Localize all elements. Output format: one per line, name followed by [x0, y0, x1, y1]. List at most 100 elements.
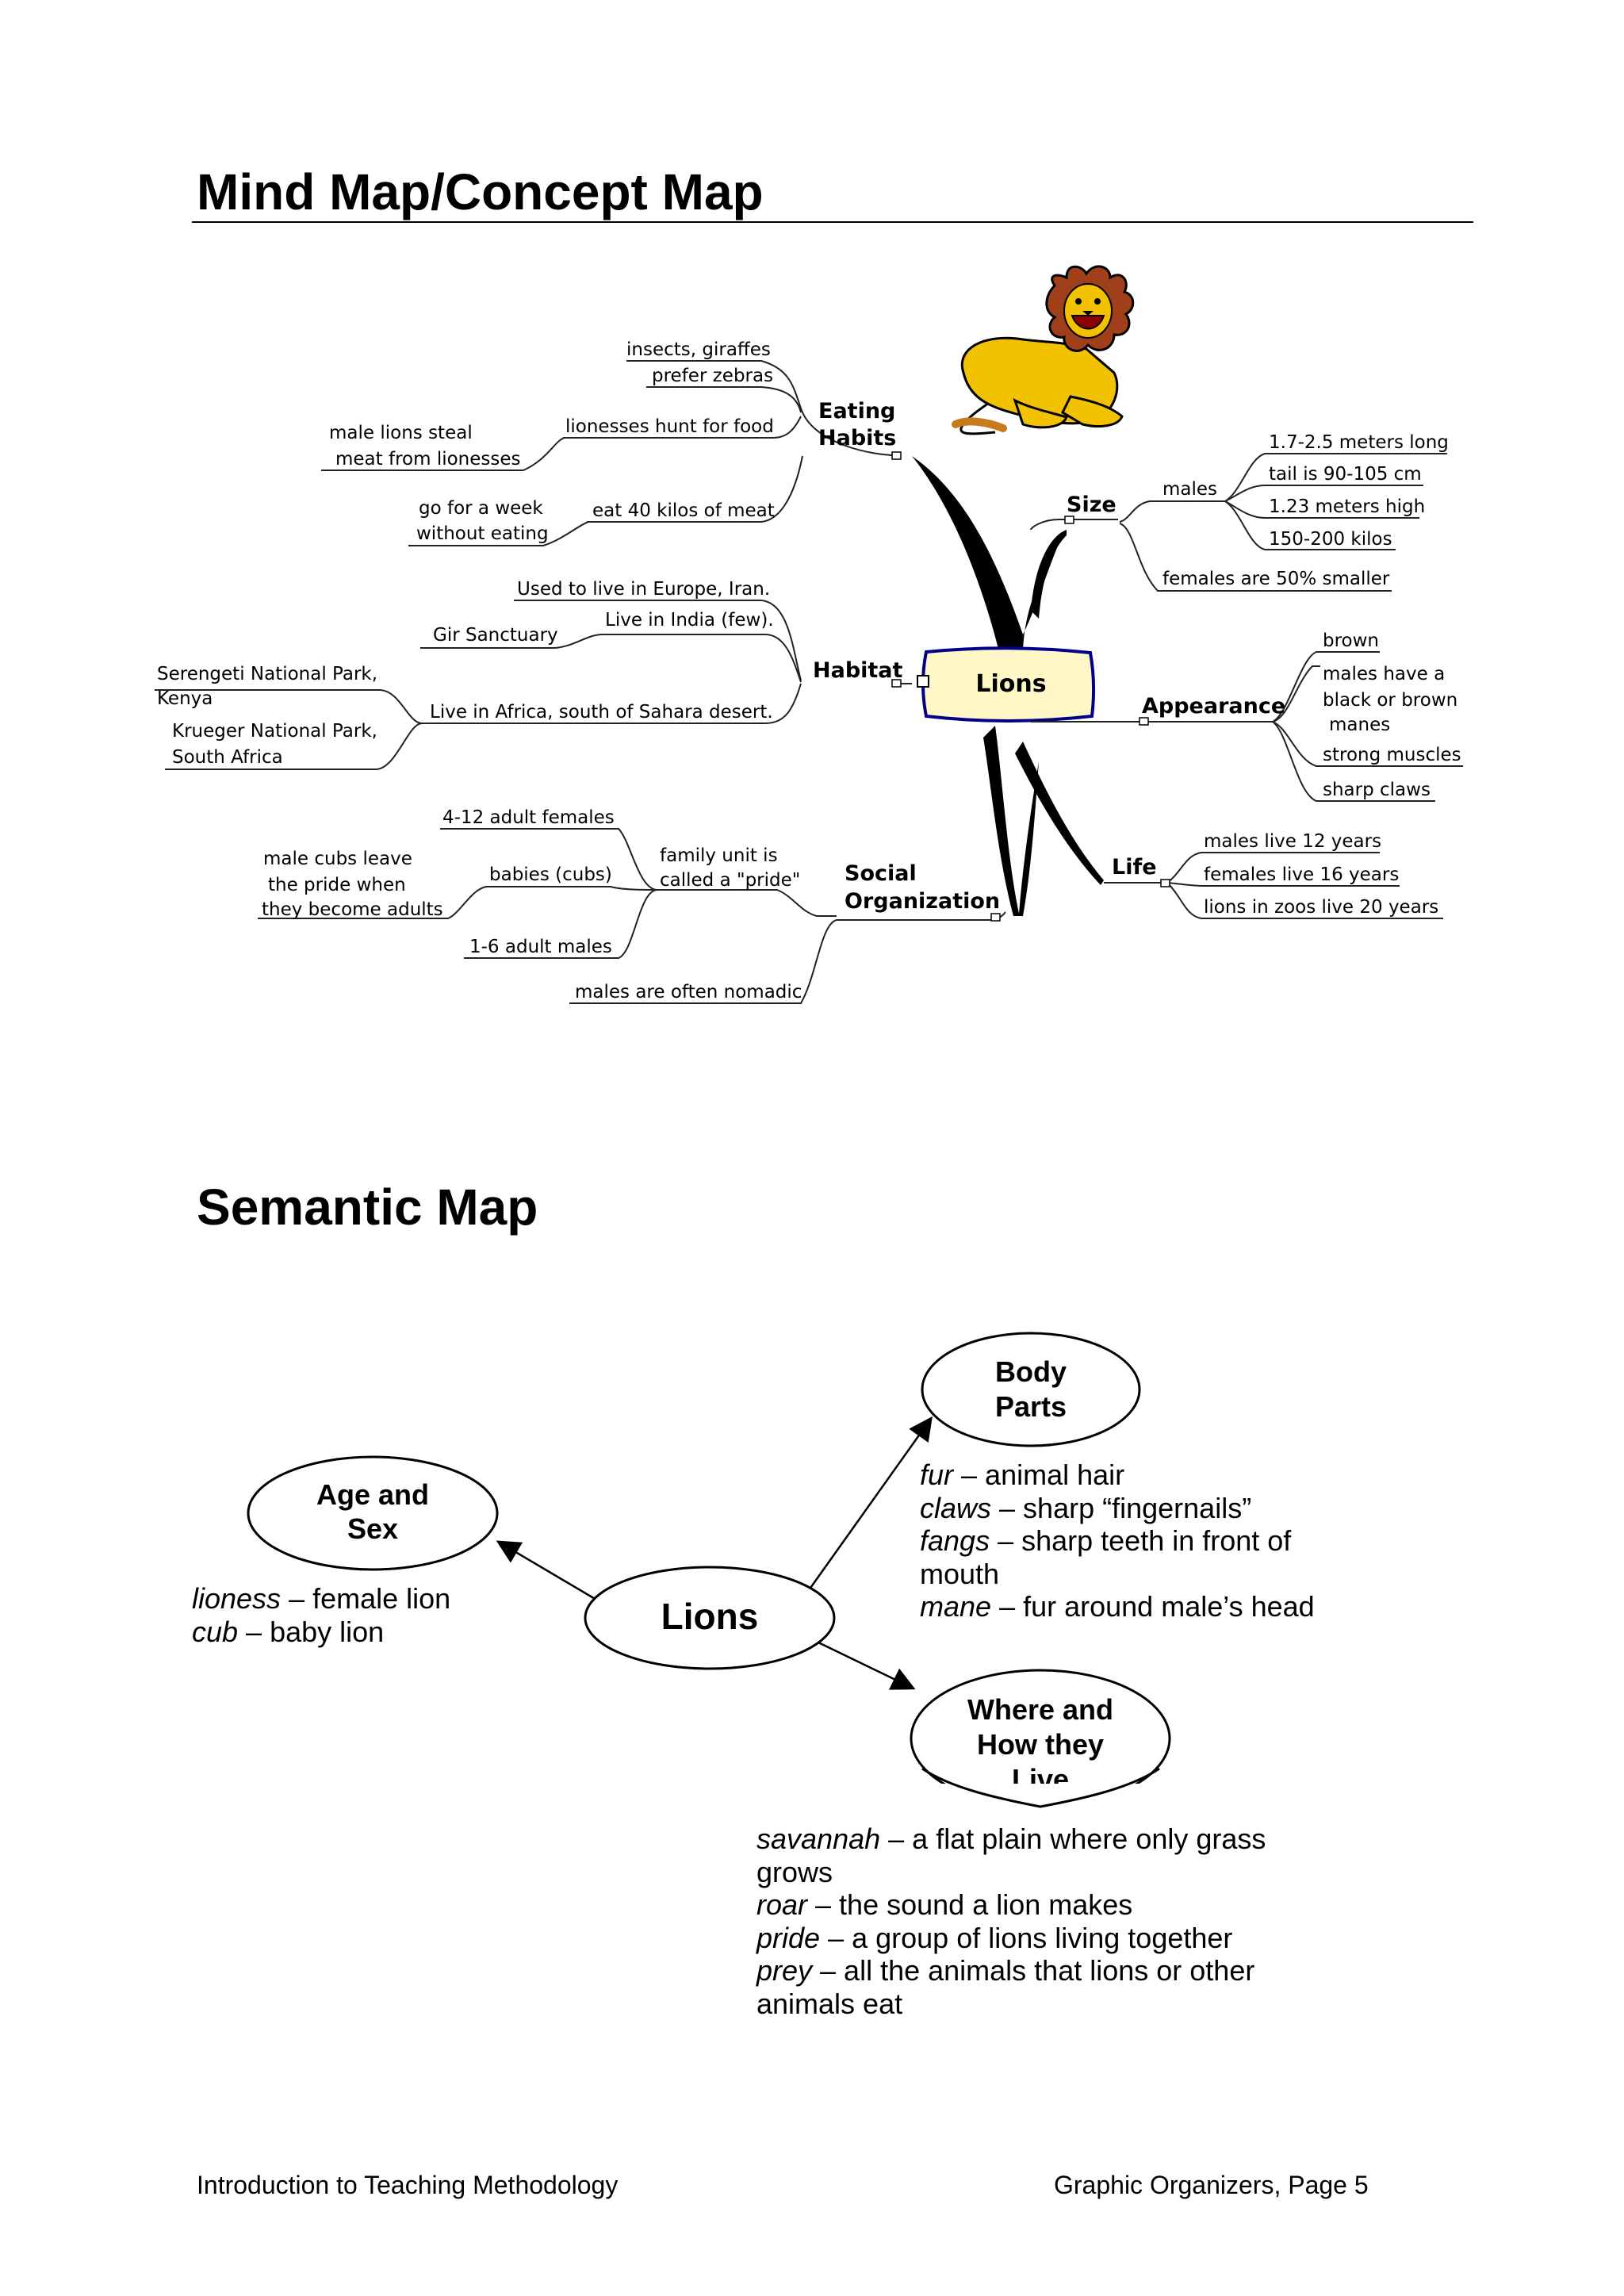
mind-map-title: Mind Map/Concept Map: [197, 163, 764, 220]
definition-text: – sharp teeth in front of: [990, 1524, 1292, 1558]
branch-life: Life males live 12 years females live 16…: [1104, 831, 1443, 919]
branch-size: Size males 1.7-2.5 meters long tail is 9…: [1030, 432, 1449, 592]
body-node-line-1: Body: [995, 1355, 1067, 1388]
habitat-item-africa: Live in Africa, south of Sahara desert.: [430, 702, 773, 723]
social-family-2: called a "pride": [660, 870, 800, 891]
social-item-cubs: babies (cubs): [489, 864, 612, 885]
size-males: males: [1162, 479, 1217, 500]
size-females: females are 50% smaller: [1162, 569, 1390, 589]
semantic-map-diagram: Lions Age and Sex Body Parts Where and H…: [247, 1332, 1189, 1815]
eating-sub-week-1: go for a week: [419, 498, 543, 519]
life-item-zoos: lions in zoos live 20 years: [1204, 897, 1438, 918]
semantic-node-age-sex: Age and Sex: [247, 1455, 499, 1571]
eating-sub-steal-1: male lions steal: [329, 423, 473, 443]
definition-term: roar: [756, 1888, 808, 1922]
branch-social-organization: Social Organization family unit is calle…: [258, 807, 1006, 1004]
habitat-sub-gir: Gir Sanctuary: [433, 625, 558, 646]
social-label-1: Social: [845, 861, 917, 886]
size-item-length: 1.7-2.5 meters long: [1269, 432, 1449, 453]
definition-line: prey – all the animals that lions or oth…: [756, 1954, 1266, 1987]
social-nomadic: males are often nomadic: [575, 982, 802, 1002]
lion-illustration: [952, 265, 1135, 435]
definition-line: roar – the sound a lion makes: [756, 1888, 1266, 1922]
definition-term: prey: [756, 1954, 813, 1987]
definition-text: – fur around male’s head: [991, 1590, 1315, 1623]
habitat-sub-serengeti-2: Kenya: [157, 688, 213, 709]
connector-to-body: [807, 1416, 933, 1591]
social-sub-cubs-3: they become adults: [262, 899, 443, 920]
habitat-sub-krueger-2: South Africa: [172, 747, 283, 768]
social-sub-cubs-1: male cubs leave: [263, 849, 412, 869]
appearance-item-claws: sharp claws: [1323, 780, 1431, 800]
definition-line: savannah – a flat plain where only grass: [756, 1823, 1266, 1856]
branch-habitat: Habitat Used to live in Europe, Iran. Li…: [155, 579, 912, 770]
habitat-label: Habitat: [813, 658, 903, 683]
connector-to-where: [816, 1640, 916, 1690]
semantic-node-body-parts: Body Parts: [921, 1332, 1141, 1447]
center-arms: [912, 456, 1104, 916]
where-definitions: savannah – a flat plain where only grass…: [756, 1823, 1266, 2021]
size-item-tail: tail is 90-105 cm: [1269, 464, 1422, 485]
social-item-males: 1-6 adult males: [469, 937, 612, 957]
semantic-map-title: Semantic Map: [197, 1179, 538, 1236]
eating-item-zebras: prefer zebras: [652, 366, 773, 386]
definition-term: fur: [920, 1458, 954, 1491]
definition-text: – animal hair: [953, 1458, 1125, 1491]
definition-line: cub – baby lion: [192, 1616, 450, 1649]
semantic-center-label: Lions: [661, 1596, 759, 1637]
appearance-item-manes-1: males have a: [1323, 664, 1445, 684]
definition-term: cub: [192, 1615, 239, 1648]
branch-eating-habits: Eating Habits insects, giraffes prefer z…: [321, 339, 902, 546]
definition-text: – all the animals that lions or other: [812, 1954, 1255, 1987]
appearance-label: Appearance: [1142, 694, 1285, 719]
mind-map-center-label: Lions: [975, 670, 1046, 698]
eating-item-40-kilos: eat 40 kilos of meat: [592, 500, 775, 521]
size-label: Size: [1067, 493, 1116, 517]
branch-appearance: Appearance brown males have a black or b…: [1031, 631, 1463, 802]
size-item-weight: 150-200 kilos: [1269, 529, 1392, 550]
eating-sub-steal-2: meat from lionesses: [335, 449, 521, 470]
definition-text: mouth: [920, 1557, 1000, 1590]
definition-term: fangs: [920, 1524, 990, 1558]
eating-item-insects: insects, giraffes: [626, 339, 771, 360]
appearance-item-manes-2: black or brown: [1323, 690, 1457, 711]
habitat-sub-serengeti-1: Serengeti National Park,: [157, 664, 377, 684]
definition-term: mane: [920, 1590, 992, 1623]
definition-line: fangs – sharp teeth in front of: [920, 1524, 1315, 1558]
mind-map-center-node: Lions: [917, 646, 1096, 723]
social-label-2: Organization: [845, 889, 1000, 914]
definition-line: pride – a group of lions living together: [756, 1922, 1266, 1955]
eating-habits-label-1: Eating: [818, 399, 895, 424]
definition-line: mane – fur around male’s head: [920, 1590, 1315, 1623]
life-label: Life: [1112, 855, 1157, 880]
where-node-line-2: How they: [977, 1728, 1104, 1761]
semantic-node-where-live: Where and How they Live: [872, 1669, 1189, 1815]
definition-line: mouth: [920, 1558, 1315, 1591]
appearance-item-brown: brown: [1323, 631, 1379, 651]
size-item-height: 1.23 meters high: [1269, 496, 1425, 517]
habitat-item-india: Live in India (few).: [605, 610, 774, 631]
eating-item-lionesses-hunt: lionesses hunt for food: [565, 416, 774, 437]
definition-line: animals eat: [756, 1987, 1266, 2021]
social-item-females: 4-12 adult females: [442, 807, 615, 828]
connector-to-age: [496, 1540, 597, 1601]
social-family-1: family unit is: [660, 845, 778, 866]
footer-left: Introduction to Teaching Methodology: [197, 2171, 619, 2199]
definition-text: – female lion: [281, 1582, 451, 1615]
definition-text: – baby lion: [238, 1615, 385, 1648]
where-node-line-1: Where and: [967, 1693, 1113, 1726]
definition-text: – the sound a lion makes: [807, 1888, 1133, 1922]
life-item-females: females live 16 years: [1204, 864, 1399, 885]
definition-term: savannah: [756, 1823, 881, 1855]
definition-text: – sharp “fingernails”: [991, 1491, 1252, 1524]
definition-line: grows: [756, 1856, 1266, 1889]
definition-term: lioness: [192, 1582, 282, 1615]
life-item-males: males live 12 years: [1204, 831, 1381, 852]
age-node-line-2: Sex: [347, 1512, 398, 1545]
definition-term: claws: [920, 1491, 992, 1524]
footer-right: Graphic Organizers, Page 5: [1054, 2171, 1369, 2199]
eating-sub-week-2: without eating: [416, 523, 549, 544]
age-node-line-1: Age and: [316, 1478, 429, 1511]
semantic-center-node: Lions: [584, 1566, 836, 1670]
definition-text: – a flat plain where only grass: [880, 1823, 1266, 1855]
